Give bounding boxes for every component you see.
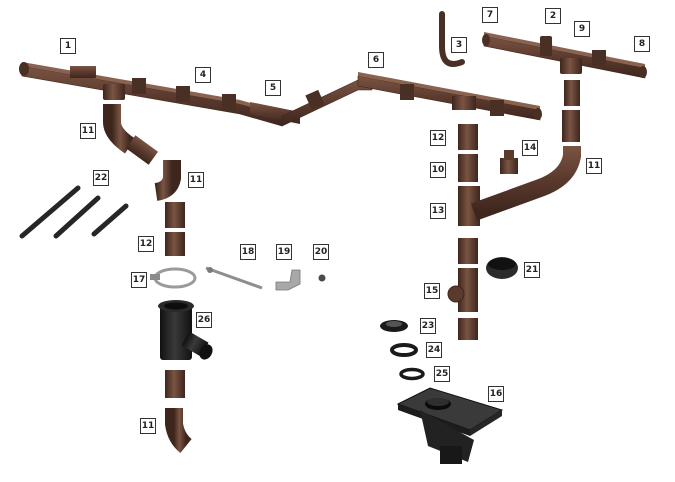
clamp-17 <box>150 267 197 289</box>
pipe-12-left <box>165 202 185 256</box>
callout-6: 6 <box>368 52 384 68</box>
pin-18 <box>205 266 263 290</box>
callout-15: 15 <box>424 283 440 299</box>
gutter-left <box>21 62 283 127</box>
screw-20 <box>318 274 326 282</box>
reducer-14 <box>500 150 518 174</box>
callout-18: 18 <box>240 244 256 260</box>
callout-9: 9 <box>574 21 590 37</box>
ring-24 <box>390 343 418 357</box>
callout-11-mid-left: 11 <box>188 172 204 188</box>
cap-21 <box>486 257 518 279</box>
elbow-11-bottom-left <box>165 408 192 454</box>
adapter-23 <box>380 320 408 332</box>
gutter-middle <box>281 79 373 127</box>
gutter-end-cap-1 <box>19 62 29 76</box>
elbow-11-mid-left <box>154 160 181 201</box>
bracket-19 <box>275 269 301 291</box>
callout-14: 14 <box>522 140 538 156</box>
callout-21: 21 <box>524 262 540 278</box>
elbow-11-top-left <box>103 104 136 154</box>
drain-box-16 <box>396 387 504 464</box>
callout-11-bottom-left: 11 <box>140 418 156 434</box>
gutter-right <box>357 72 542 121</box>
pipe-right-mid <box>458 238 478 264</box>
gutter-joints-4 <box>132 78 236 110</box>
callout-10: 10 <box>430 162 446 178</box>
callout-11-top-left: 11 <box>80 123 96 139</box>
callout-2: 2 <box>545 8 561 24</box>
callout-20: 20 <box>313 244 329 260</box>
callout-16: 16 <box>488 386 504 402</box>
callout-3: 3 <box>451 37 467 53</box>
callout-12-right: 12 <box>430 130 446 146</box>
callout-8: 8 <box>634 36 650 52</box>
tee-26 <box>158 300 213 360</box>
pipe-right-low <box>458 318 478 340</box>
pipe-bottom-left <box>165 370 185 398</box>
callout-26: 26 <box>196 312 212 328</box>
callout-24: 24 <box>426 342 442 358</box>
callout-19: 19 <box>276 244 292 260</box>
branch-13 <box>458 80 581 226</box>
callout-23: 23 <box>420 318 436 334</box>
callout-5: 5 <box>265 80 281 96</box>
callout-7: 7 <box>482 7 498 23</box>
gutter-outlet-1 <box>70 66 125 100</box>
callout-4: 4 <box>195 67 211 83</box>
gutter-top-right <box>482 32 647 79</box>
callout-11-right: 11 <box>586 158 602 174</box>
pipe-short-left <box>125 135 159 165</box>
callout-1: 1 <box>60 38 76 54</box>
callout-25: 25 <box>434 366 450 382</box>
callout-17: 17 <box>131 272 147 288</box>
callout-22: 22 <box>93 170 109 186</box>
gutter-hook-3 <box>439 11 465 67</box>
callout-13: 13 <box>430 203 446 219</box>
callout-12-left: 12 <box>138 236 154 252</box>
ring-25 <box>399 367 425 381</box>
pipe-right-stack <box>458 124 478 182</box>
rods-22 <box>19 185 129 239</box>
cleanout-15 <box>447 268 478 312</box>
